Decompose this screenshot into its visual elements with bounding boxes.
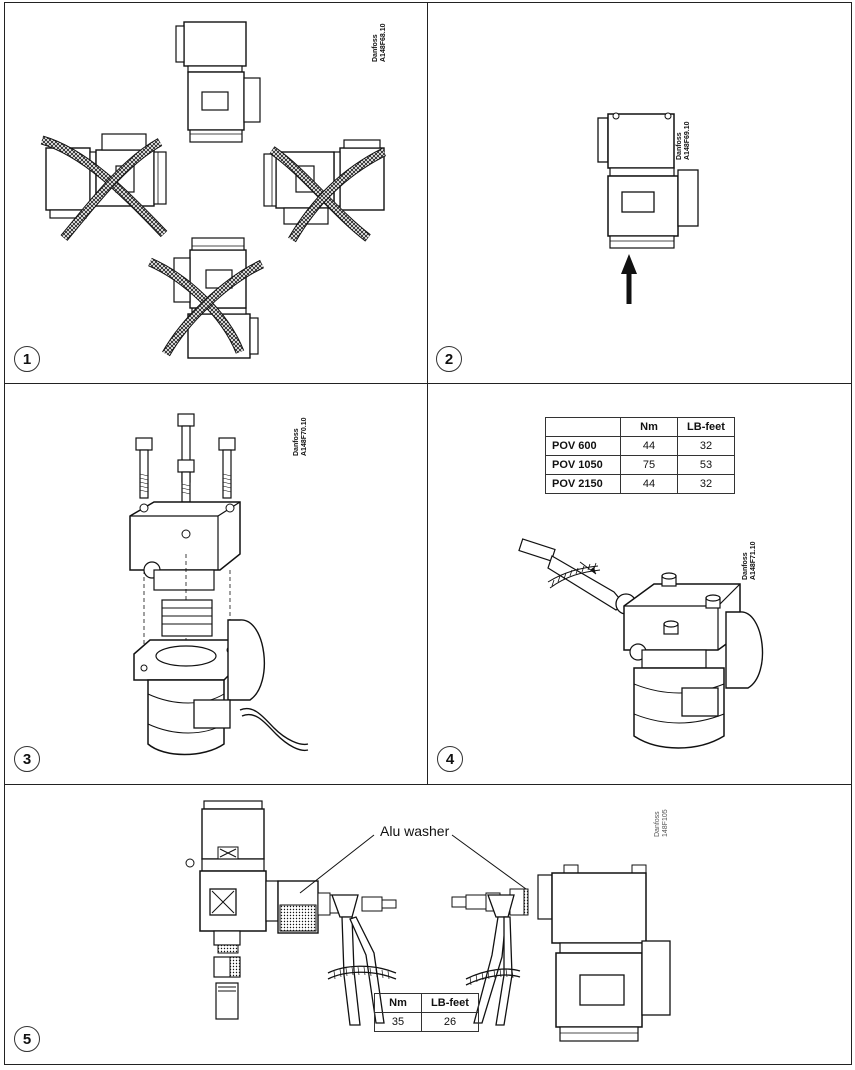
torque-wrench-illustration — [518, 538, 764, 749]
divider-row2 — [4, 784, 852, 785]
valve-orientation-illustration — [40, 21, 387, 359]
table-row: 35 26 — [374, 1012, 479, 1032]
cross-mark-left — [40, 135, 168, 241]
torque-wrench-icon — [518, 538, 637, 615]
bolt-icon — [135, 413, 236, 503]
washer-leader-lines — [299, 834, 527, 894]
cross-mark-right — [269, 146, 387, 243]
panel-4: Nm LB-feet POV 600 44 32 POV 1050 75 53 … — [428, 384, 852, 784]
figure-frame — [4, 2, 852, 1065]
step-badge-3: 3 — [14, 746, 40, 772]
cross-mark-bottom — [148, 257, 264, 357]
divider-row1 — [4, 383, 852, 384]
valve-flow-direction-illustration — [597, 112, 699, 304]
step-badge-4: 4 — [437, 746, 463, 772]
table-row: POV 1050 75 53 — [545, 455, 735, 475]
alu-washer-installation-illustration — [185, 800, 671, 1042]
alu-washer-label: Alu washer — [380, 823, 450, 839]
bolt-assembly-illustration — [129, 413, 309, 756]
divider-vertical — [427, 2, 428, 784]
step-badge-2: 2 — [436, 346, 462, 372]
step-badge-5: 5 — [14, 1026, 40, 1052]
step-badge-1: 1 — [14, 346, 40, 372]
flow-arrow-icon — [621, 254, 637, 304]
washer-torque-table: Nm LB-feet 35 26 — [374, 993, 479, 1032]
table-row: POV 600 44 32 — [545, 436, 735, 456]
torque-table: Nm LB-feet POV 600 44 32 POV 1050 75 53 … — [545, 417, 735, 494]
table-row: POV 2150 44 32 — [545, 474, 735, 494]
table-header-row: Nm LB-feet — [374, 993, 479, 1013]
pliers-icon — [465, 894, 521, 1026]
